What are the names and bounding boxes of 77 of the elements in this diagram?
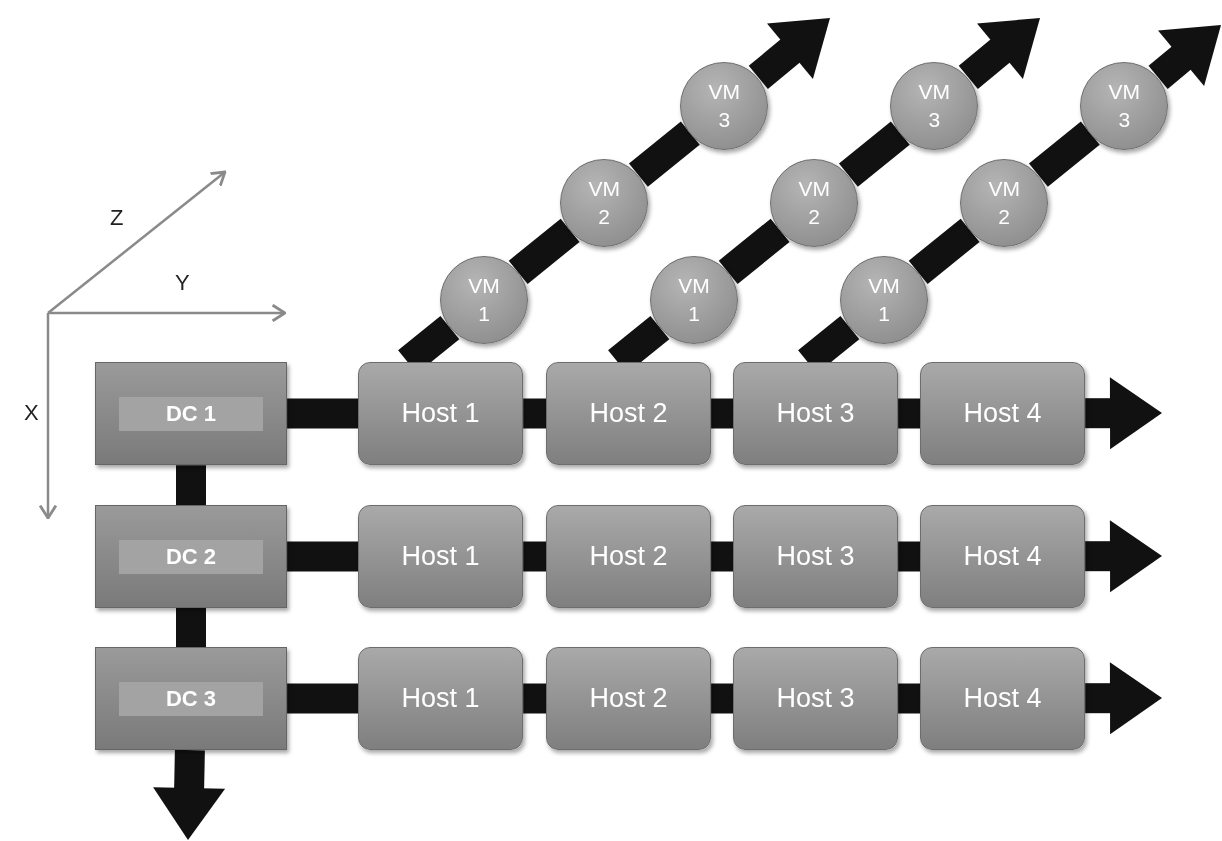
host-box <box>733 505 898 608</box>
connector <box>711 683 734 714</box>
vm-circle <box>1080 61 1169 150</box>
vm-label: VM 3 <box>707 78 742 133</box>
vm-label: VM 1 <box>467 273 501 327</box>
host-box <box>358 647 523 750</box>
host-box <box>358 505 523 608</box>
host-label: Host 2 <box>589 541 668 572</box>
vm-circle <box>960 158 1049 247</box>
arrow <box>1085 520 1162 593</box>
arrow <box>748 18 830 89</box>
connector <box>176 465 206 505</box>
vm-label: VM 2 <box>587 175 621 230</box>
vm-circle <box>770 158 859 247</box>
host-box <box>358 362 523 465</box>
connector <box>711 398 734 429</box>
datacenter-label: DC 2 <box>119 539 263 574</box>
connector <box>718 218 790 284</box>
host-label: Host 1 <box>401 541 480 572</box>
host-box <box>733 647 898 750</box>
datacenter-box <box>95 362 287 465</box>
host-label: Host 3 <box>776 398 855 429</box>
vm-label: VM 1 <box>677 273 711 327</box>
connector <box>287 541 359 572</box>
datacenter-label: DC 1 <box>119 396 263 431</box>
arrow <box>1085 377 1162 450</box>
host-label: Host 3 <box>776 541 855 572</box>
arrow <box>1148 25 1221 89</box>
host-box <box>733 362 898 465</box>
vm-circle <box>840 256 928 344</box>
host-label: Host 1 <box>401 398 480 429</box>
datacenter-box <box>95 505 287 608</box>
connector <box>898 541 921 572</box>
connector <box>628 121 700 187</box>
vm-circle <box>440 256 528 344</box>
vm-circle <box>650 256 738 344</box>
host-label: Host 4 <box>963 541 1042 572</box>
host-box <box>920 647 1085 750</box>
connector <box>523 683 547 714</box>
vm-label: VM 3 <box>917 78 952 133</box>
host-label: Host 4 <box>963 398 1042 429</box>
connector <box>176 608 206 648</box>
vm-circle <box>560 158 649 247</box>
connector <box>523 398 547 429</box>
host-label: Host 2 <box>589 683 668 714</box>
arrow <box>153 749 226 840</box>
host-label: Host 2 <box>589 398 668 429</box>
connector <box>1028 121 1100 187</box>
datacenter-label: DC 3 <box>119 681 263 716</box>
axis-label: Z <box>110 205 124 231</box>
vm-label: VM 2 <box>987 175 1021 230</box>
arrow <box>1085 662 1162 735</box>
host-box <box>546 647 711 750</box>
host-label: Host 4 <box>963 683 1042 714</box>
vm-circle <box>680 61 769 150</box>
connector <box>287 683 359 714</box>
connector <box>287 398 359 429</box>
host-box <box>920 362 1085 465</box>
vm-label: VM 3 <box>1107 78 1142 133</box>
connector <box>711 541 734 572</box>
vm-label: VM 2 <box>797 175 831 230</box>
axis-label: Y <box>175 270 190 296</box>
datacenter-box <box>95 647 287 750</box>
connector <box>898 683 921 714</box>
host-label: Host 3 <box>776 683 855 714</box>
vm-circle <box>890 61 979 150</box>
vm-label: VM 1 <box>867 273 901 327</box>
host-box <box>546 362 711 465</box>
connector <box>908 218 980 284</box>
connector <box>508 218 580 284</box>
connector <box>523 541 547 572</box>
connector <box>898 398 921 429</box>
host-label: Host 1 <box>401 683 480 714</box>
arrow <box>958 18 1040 89</box>
axis-label: X <box>24 400 39 426</box>
host-box <box>920 505 1085 608</box>
host-box <box>546 505 711 608</box>
